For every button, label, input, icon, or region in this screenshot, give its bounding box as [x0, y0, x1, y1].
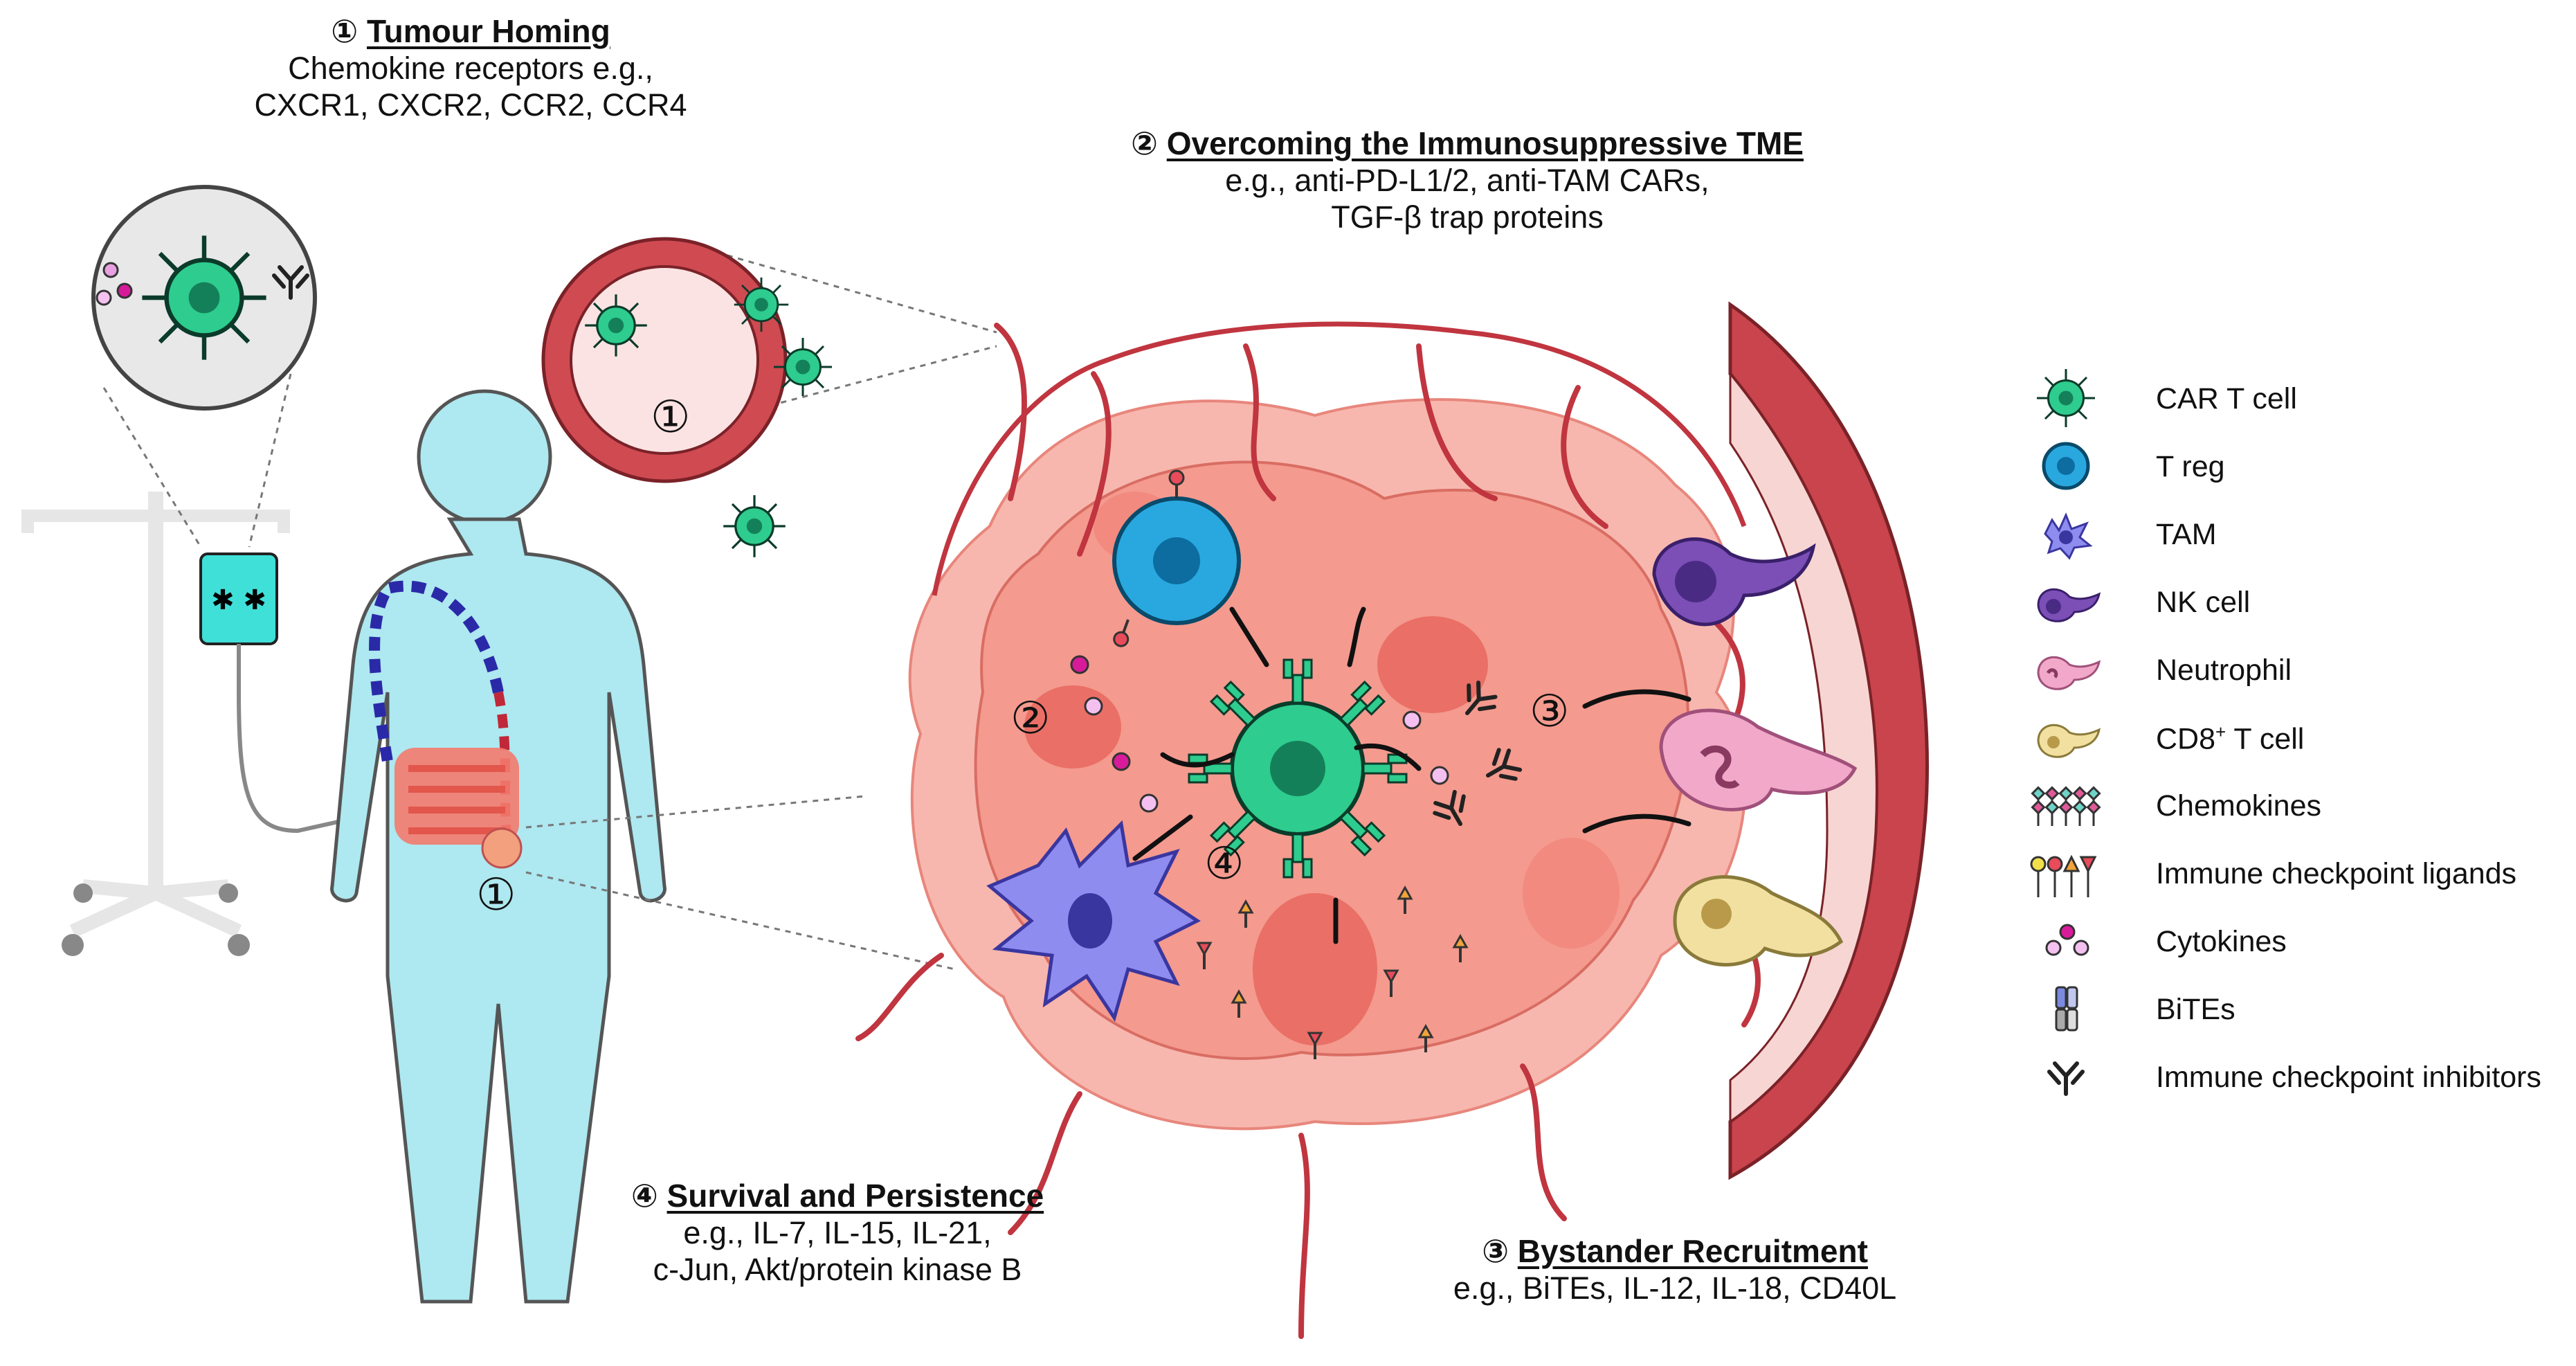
vessel-cross-section — [541, 237, 833, 559]
legend-item-car-t-cell: CAR T cell — [2024, 367, 2557, 429]
legend-label: NK cell — [2156, 586, 2251, 619]
legend-label: T reg — [2156, 450, 2225, 483]
neutrophil-icon — [2037, 656, 2101, 690]
overcoming-tme-title: Overcoming the Immunosuppressive TME — [1166, 125, 1804, 161]
cytokines-icon — [2045, 924, 2089, 956]
svg-text:✱ ✱: ✱ ✱ — [211, 584, 266, 616]
zoom-line — [525, 795, 866, 829]
legend-item-nk-cell: NK cell — [2024, 570, 2557, 633]
immune-checkpoint-inhibitors-icon — [2024, 1045, 2107, 1108]
nk-cell-icon — [2037, 588, 2101, 622]
marker-2: ② — [1010, 693, 1051, 743]
caption-line: e.g., BiTEs, IL-12, IL-18, CD40L — [1453, 1270, 1897, 1306]
caption-line: c-Jun, Akt/protein kinase B — [653, 1252, 1022, 1288]
tam-icon — [2044, 512, 2093, 560]
section-number: ② — [1131, 125, 1158, 161]
iv-stand: ✱ ✱ — [21, 492, 361, 956]
car-t-cell-icon — [2035, 368, 2096, 429]
legend-label: CD8+ T cell — [2156, 721, 2305, 756]
legend-label: Immune checkpoint ligands — [2156, 857, 2517, 890]
tam-cell — [986, 820, 1201, 1022]
section-number: ③ — [1482, 1233, 1509, 1269]
legend-item-immune-checkpoint-inhibitors: Immune checkpoint inhibitors — [2024, 1045, 2557, 1108]
interaction-arrows — [1132, 606, 1691, 944]
legend-item-cd8-t-cell: CD8+ T cell — [2024, 706, 2557, 769]
legend-item-bites: BiTEs — [2024, 978, 2557, 1040]
cd8-t-cell-icon — [2037, 724, 2101, 758]
cd8-t-cell — [1673, 875, 1844, 967]
bystander-title: Bystander Recruitment — [1517, 1233, 1868, 1269]
caption-line: Chemokine receptors e.g., — [288, 51, 653, 87]
section-number: ④ — [631, 1178, 658, 1214]
tumour-homing-caption: ① Tumour Homing Chemokine receptors e.g.… — [249, 12, 692, 123]
marker-4: ④ — [1204, 838, 1244, 888]
car-t-cell-central — [1188, 658, 1408, 879]
overcoming-tme-caption: ② Overcoming the Immunosuppressive TME e… — [1087, 125, 1848, 235]
legend-label: Immune checkpoint inhibitors — [2156, 1061, 2541, 1094]
legend-label: Cytokines — [2156, 925, 2287, 958]
zoom-line — [525, 871, 956, 971]
legend-label: BiTEs — [2156, 993, 2235, 1026]
legend-label: Neutrophil — [2156, 654, 2292, 687]
caption-line: CXCR1, CXCR2, CCR2, CCR4 — [254, 87, 687, 123]
legend-item-cytokines: Cytokines — [2024, 910, 2557, 972]
caption-line: TGF-β trap proteins — [1331, 199, 1604, 235]
caption-line: e.g., IL-7, IL-15, IL-21, — [683, 1215, 992, 1251]
immune-checkpoint-ligands-icon — [2030, 854, 2097, 897]
survival-caption: ④ Survival and Persistence e.g., IL-7, I… — [588, 1177, 1087, 1288]
tumour-homing-title: Tumour Homing — [366, 13, 610, 49]
legend-item-neutrophil: Neutrophil — [2024, 638, 2557, 701]
legend-item-immune-checkpoint-ligands: Immune checkpoint ligands — [2024, 842, 2557, 904]
legend-item-chemokines: Chemokines — [2024, 774, 2557, 836]
caption-line: e.g., anti-PD-L1/2, anti-TAM CARs, — [1225, 163, 1709, 199]
treg-cell — [1110, 469, 1241, 650]
t-reg-icon — [2042, 442, 2090, 490]
legend-label: CAR T cell — [2156, 382, 2297, 415]
marker-1-vessel: ① — [651, 392, 691, 442]
marker-3: ③ — [1530, 686, 1570, 736]
survival-title: Survival and Persistence — [666, 1178, 1044, 1214]
marker-1-patient: ① — [476, 870, 516, 919]
bystander-caption: ③ Bystander Recruitment e.g., BiTEs, IL-… — [1426, 1232, 1924, 1306]
bites-icon — [2055, 986, 2078, 1032]
patient-figure — [330, 389, 666, 1304]
chemokines-icon — [2031, 786, 2101, 826]
vessel-wall — [1728, 301, 1929, 1180]
legend-item-tam: TAM — [2024, 503, 2557, 565]
homing-magnifier — [91, 185, 317, 548]
nk-cell — [1652, 537, 1816, 627]
intestine-icon — [394, 748, 519, 845]
section-number: ① — [331, 13, 359, 49]
legend-item-t-reg: T reg — [2024, 435, 2557, 497]
legend-label: TAM — [2156, 518, 2217, 551]
neutrophil-cell — [1659, 708, 1858, 811]
legend-label: Chemokines — [2156, 789, 2321, 823]
cytokine-dots — [1070, 655, 1449, 813]
